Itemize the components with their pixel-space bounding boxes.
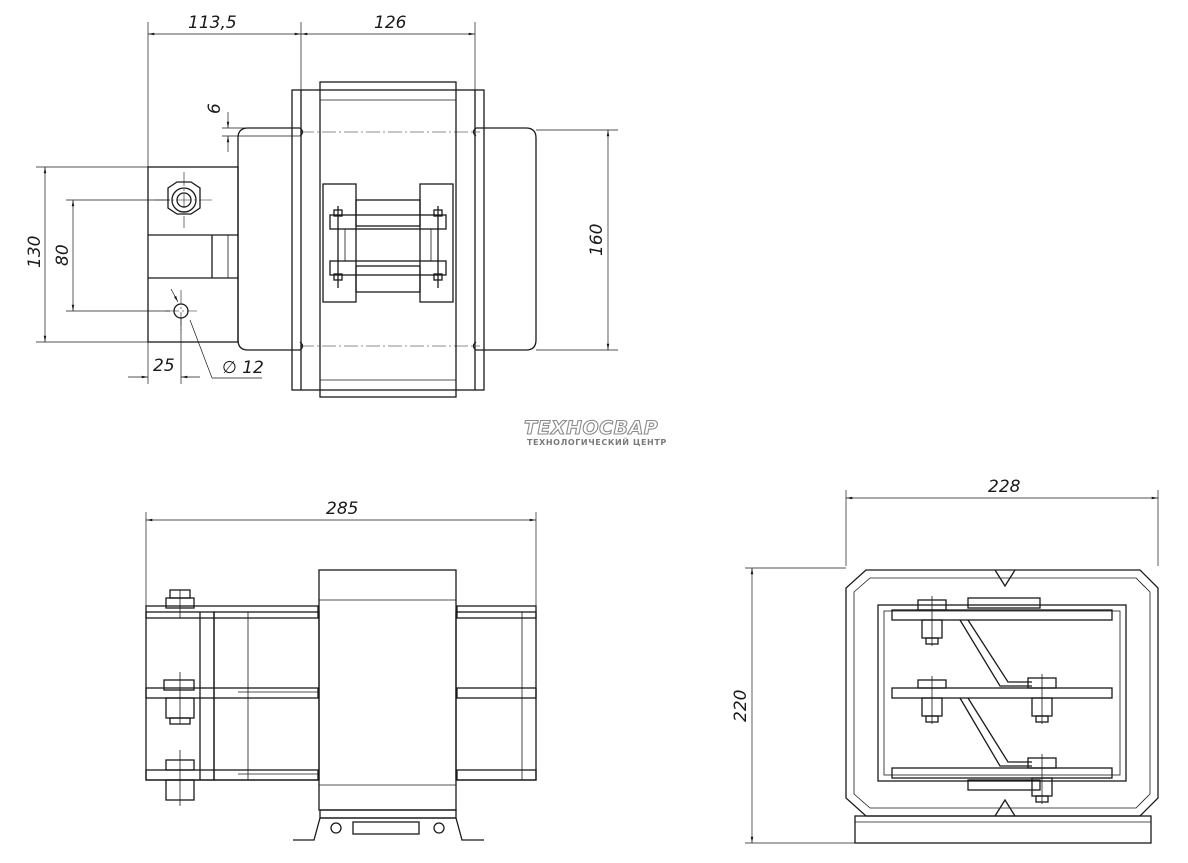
dim-113-5: 113,5 <box>188 13 237 33</box>
dim-25: 25 <box>153 356 175 376</box>
dim-130: 130 <box>25 236 45 268</box>
dim-228: 228 <box>988 477 1021 497</box>
top-view: 113,5 126 6 <box>25 13 618 398</box>
dim-6: 6 <box>205 103 225 114</box>
logo-name: ТЕХНОСВАР <box>524 417 658 439</box>
logo: ТЕХНОСВАР ТЕХНОЛОГИЧЕСКИЙ ЦЕНТР <box>523 416 667 447</box>
front-view: 285 <box>145 499 537 841</box>
logo-tagline: ТЕХНОЛОГИЧЕСКИЙ ЦЕНТР <box>527 436 667 447</box>
dim-220: 220 <box>731 690 751 722</box>
dim-285: 285 <box>326 499 358 519</box>
dim-diameter-12: ∅ 12 <box>222 358 264 378</box>
dim-160: 160 <box>587 224 607 256</box>
dim-80: 80 <box>53 244 73 266</box>
side-view: 228 220 <box>731 477 1159 844</box>
dim-126: 126 <box>374 13 407 33</box>
